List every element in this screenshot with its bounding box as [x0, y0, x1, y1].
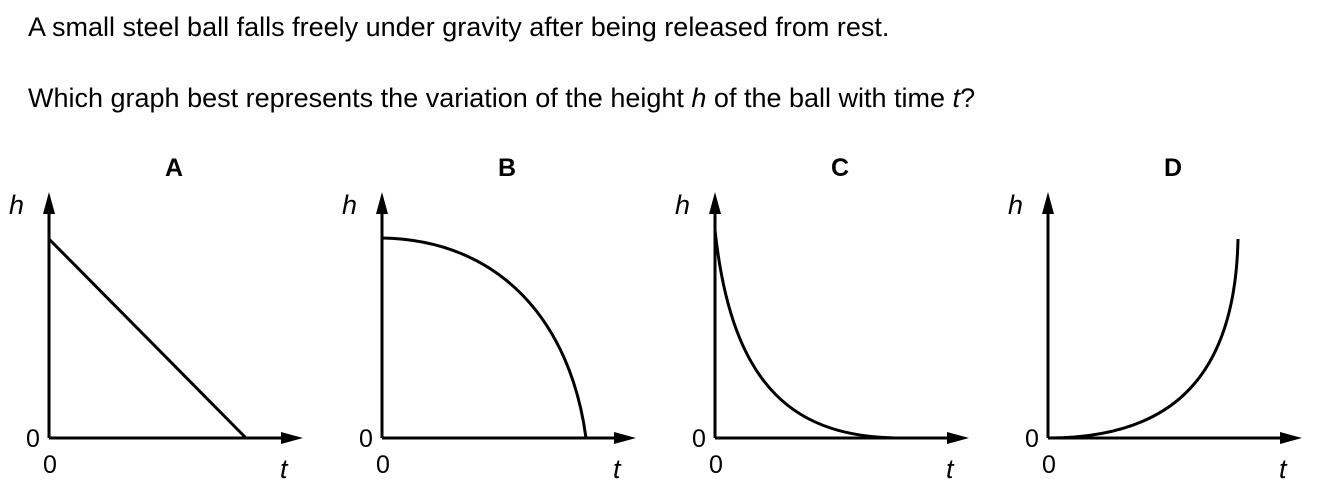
graph-option-a[interactable]: A h t 0 0 — [0, 140, 320, 490]
graph-c-y-axis-label: h — [675, 190, 690, 220]
graph-c-svg: C h t 0 0 — [675, 154, 969, 484]
graph-c-x-origin: 0 — [709, 451, 723, 479]
graph-d-y-axis-label: h — [1008, 190, 1023, 220]
graph-a-svg: A h t 0 0 — [9, 154, 303, 484]
time-variable: t — [952, 83, 961, 113]
graph-b-x-origin: 0 — [376, 451, 390, 479]
question-text-part-1: Which graph best represents the variatio… — [28, 83, 692, 113]
graph-a-x-axis-label: t — [280, 454, 289, 484]
question-text-part-2: of the ball with time — [706, 83, 953, 113]
graph-b-curve — [381, 236, 588, 439]
graph-d-curve — [1047, 238, 1240, 440]
graph-c-x-axis-label: t — [946, 454, 955, 484]
graph-option-c[interactable]: C h t 0 0 — [666, 140, 986, 490]
graph-a-y-axis-label: h — [9, 190, 24, 220]
graph-d-y-origin: 0 — [1025, 425, 1039, 453]
graph-b-x-arrow — [614, 432, 636, 444]
graph-option-d[interactable]: D h t 0 0 — [999, 140, 1319, 490]
graph-d-x-arrow — [1280, 432, 1302, 444]
graph-a-x-arrow — [281, 432, 303, 444]
graph-d-y-arrow — [1042, 192, 1054, 214]
graph-d-x-axis-label: t — [1279, 454, 1288, 484]
graph-c-y-arrow — [709, 192, 721, 214]
graph-c-x-arrow — [947, 432, 969, 444]
graph-b-label: B — [498, 154, 516, 182]
graph-d-label: D — [1164, 154, 1182, 182]
graph-c-y-origin: 0 — [692, 425, 706, 453]
graph-b-y-arrow — [376, 192, 388, 214]
question-line-2: Which graph best represents the variatio… — [28, 82, 975, 114]
graph-d-svg: D h t 0 0 — [1008, 154, 1302, 484]
question-text-part-3: ? — [960, 83, 976, 113]
graph-b-svg: B h t 0 0 — [342, 154, 636, 484]
graph-b-y-axis-label: h — [342, 190, 357, 220]
graph-a-curve — [47, 237, 248, 440]
graph-a-y-origin: 0 — [26, 425, 40, 453]
graph-a-x-origin: 0 — [43, 451, 57, 479]
graph-c-curve — [713, 229, 903, 440]
graph-a-label: A — [165, 154, 183, 182]
graph-a-y-arrow — [43, 192, 55, 214]
graph-option-b[interactable]: B h t 0 0 — [333, 140, 653, 490]
graph-c-label: C — [831, 154, 849, 182]
height-variable: h — [691, 83, 707, 113]
graph-b-y-origin: 0 — [359, 425, 373, 453]
graph-b-x-axis-label: t — [613, 454, 622, 484]
question-line-1: A small steel ball falls freely under gr… — [28, 12, 890, 42]
graph-d-x-origin: 0 — [1042, 451, 1056, 479]
